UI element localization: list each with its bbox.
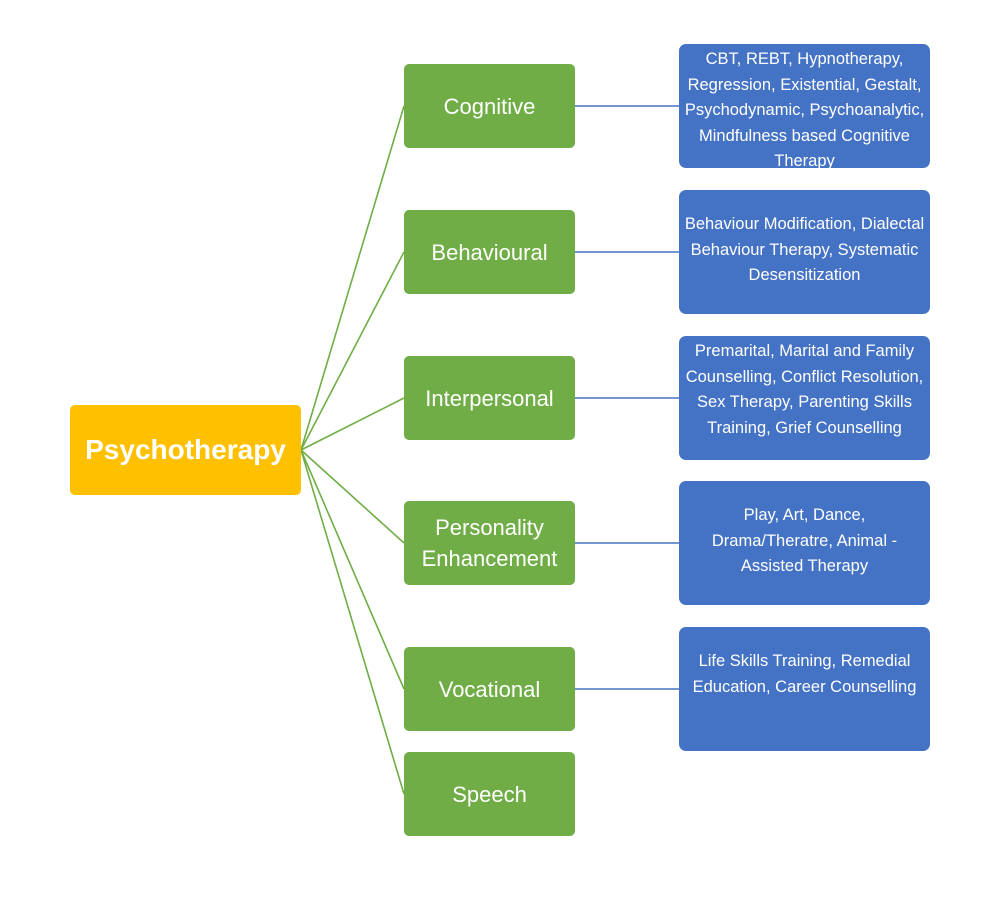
- link-root-cognitive: [300, 105, 405, 451]
- link-root-interpersonal: [300, 397, 405, 451]
- category-interpersonal: Interpersonal: [404, 356, 575, 440]
- category-behavioural: Behavioural: [404, 210, 575, 294]
- detail-cognitive: CBT, REBT, Hypnotherapy, Regression, Exi…: [679, 44, 930, 168]
- detail-interpersonal: Premarital, Marital and Family Counselli…: [679, 336, 930, 460]
- detail-personality-enhancement: Play, Art, Dance, Drama/Theratre, Animal…: [679, 481, 930, 605]
- category-vocational: Vocational: [404, 647, 575, 731]
- category-personality-enhancement: Personality Enhancement: [404, 501, 575, 585]
- root-node-psychotherapy: Psychotherapy: [70, 405, 301, 495]
- detail-vocational: Life Skills Training, Remedial Education…: [679, 627, 930, 751]
- link-root-behavioural: [300, 251, 405, 451]
- link-root-speech: [300, 449, 405, 795]
- category-cognitive: Cognitive: [404, 64, 575, 148]
- link-root-vocational: [300, 449, 405, 690]
- category-speech: Speech: [404, 752, 575, 836]
- link-root-personality: [300, 449, 405, 544]
- detail-behavioural: Behaviour Modification, Dialectal Behavi…: [679, 190, 930, 314]
